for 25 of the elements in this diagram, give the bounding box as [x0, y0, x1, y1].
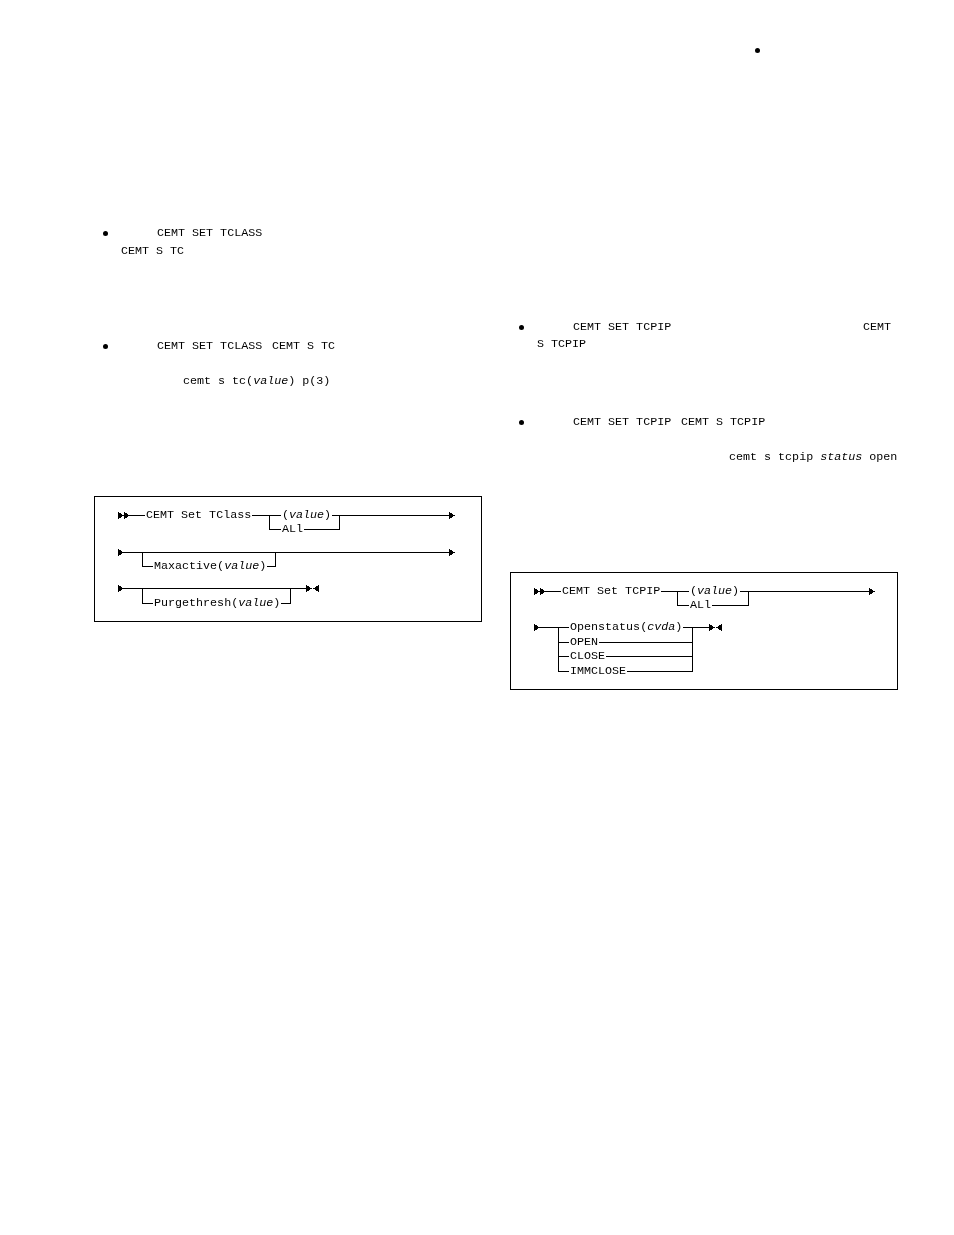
code-text: cemt s tc(value) p(3) [183, 374, 331, 388]
code-text: CEMT [863, 320, 892, 334]
syntax-keyword: CEMT Set TClass [146, 508, 252, 522]
code-text: CEMT SET TCLASS [157, 339, 263, 353]
code-text: CEMT S TC [272, 339, 336, 353]
syntax-diagram-box [510, 572, 898, 690]
code-text: cemt s tcpip status open [729, 450, 898, 464]
code-text: CEMT S TC [121, 244, 185, 258]
syntax-keyword: (value) [690, 584, 740, 598]
syntax-keyword: (value) [282, 508, 332, 522]
code-text: S TCPIP [537, 337, 587, 351]
code-text: CEMT SET TCPIP [573, 320, 672, 334]
code-text: CEMT SET TCLASS [157, 226, 263, 240]
syntax-keyword: IMMCLOSE [570, 664, 627, 678]
syntax-keyword: ALl [690, 598, 712, 612]
syntax-keyword: Openstatus(cvda) [570, 620, 683, 634]
syntax-keyword: ALl [282, 522, 304, 536]
syntax-keyword: CLOSE [570, 649, 606, 663]
syntax-keyword: Purgethresh(value) [154, 596, 281, 610]
syntax-keyword: CEMT Set TCPIP [562, 584, 661, 598]
code-text: CEMT S TCPIP [681, 415, 766, 429]
syntax-keyword: OPEN [570, 635, 599, 649]
syntax-diagram-box [94, 496, 482, 622]
syntax-keyword: Maxactive(value) [154, 559, 267, 573]
code-text: CEMT SET TCPIP [573, 415, 672, 429]
